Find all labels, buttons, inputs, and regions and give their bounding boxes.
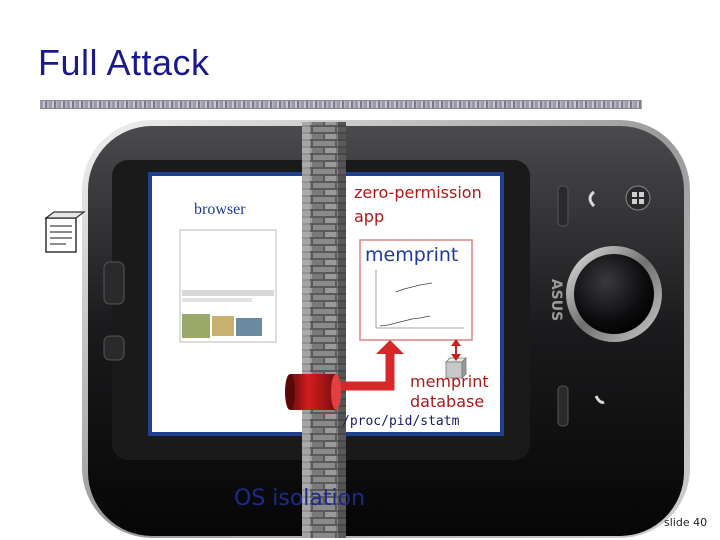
wall-edge — [302, 122, 310, 538]
database-cylinder-icon — [285, 374, 341, 410]
os-isolation-label: OS isolation — [234, 486, 365, 511]
memprint-label: memprint — [365, 244, 458, 266]
nav-knob — [574, 254, 654, 334]
windows-logo-icon — [626, 186, 650, 210]
side-button — [558, 386, 568, 426]
zero-permission-app-line: app — [354, 205, 482, 229]
proc-path-label: /proc/pid/statm — [342, 414, 459, 429]
side-button — [558, 186, 568, 226]
memprint-database-line: memprint — [410, 372, 489, 392]
zero-permission-app-line: zero-permission — [354, 181, 482, 205]
phone-brand: ASUS — [548, 279, 564, 321]
browser-text-line — [182, 290, 274, 296]
slide-number: slide 40 — [664, 516, 707, 529]
memprint-database-line: database — [410, 392, 489, 412]
left-side-button — [104, 336, 124, 360]
left-side-button — [104, 262, 124, 304]
browser-label: browser — [194, 201, 246, 219]
wall-edge — [338, 122, 346, 538]
document-icon — [46, 212, 84, 252]
browser-text-line — [182, 298, 252, 302]
browser-thumb-image — [212, 316, 234, 336]
zero-permission-app-label: zero-permission app — [354, 181, 482, 229]
browser-thumb-image — [236, 318, 262, 336]
memprint-database-label: memprint database — [410, 372, 489, 412]
browser-thumb-image — [182, 314, 210, 338]
